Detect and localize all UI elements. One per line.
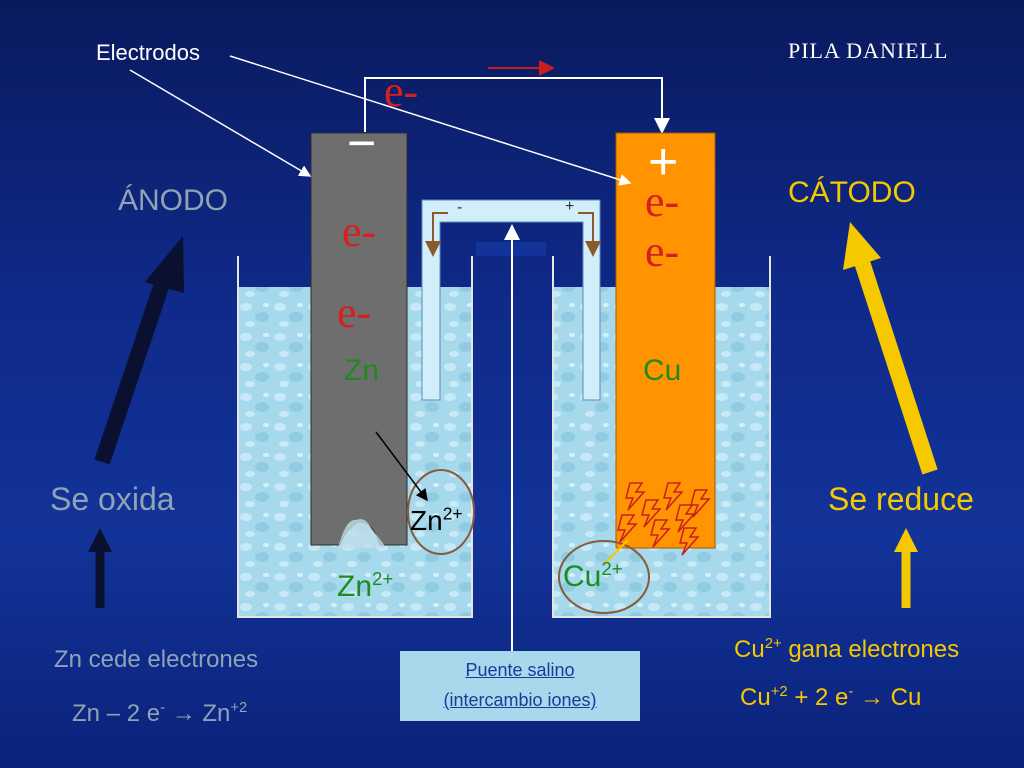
cu-ion-circle [558,540,650,614]
anode-equation: Zn – 2 e- → Zn+2 [72,700,248,727]
electron-cu-1: e- [645,177,680,226]
anode-minus-sign: − [347,115,377,171]
bridge-ion-arrow-right [578,212,601,257]
zinc-metal-label: Zn [344,354,380,387]
bridge-minus-label: - [457,199,463,216]
cathode-small-arrow [894,528,918,608]
anode-description: Zn cede electrones [54,646,259,673]
electrodos-label: Electrodos [96,40,200,65]
zn-ion-electrode-label: Zn2+ [410,503,463,536]
copper-electrode [615,132,716,549]
cathode-description: Cu2+ gana electrones [734,636,960,663]
salt-bridge-line1: Puente salino [465,660,575,680]
page-title: PILA DANIELL [788,38,949,63]
cathode-plus-sign: + [648,133,679,191]
cu-ion-deposit-arrow [603,539,629,565]
zinc-corrosion [338,519,386,548]
anode-process: Se oxida [50,481,175,517]
salt-bridge-label: Puente salino (intercambio iones) [400,651,640,721]
electrodos-pointer-anode [129,69,312,177]
electron-zn-2: e- [337,288,372,337]
electron-zn-1: e- [342,207,377,256]
electron-wire: e- [384,67,419,116]
zn-ion-solution-label: Zn2+ [337,568,394,603]
copper-deposit-bolts [617,482,711,556]
electrodos-pointer-cathode [229,55,632,186]
zn-ion-circle [407,469,475,555]
copper-metal-label: Cu [643,354,682,387]
external-wire [364,77,670,134]
cathode-big-arrow [843,222,938,475]
cathode-equation: Cu+2 + 2 e- → Cu [740,684,922,711]
cathode-label: CÁTODO [788,176,916,209]
anode-label: ÁNODO [118,184,229,217]
zinc-electrode [310,132,408,546]
cathode-process: Se reduce [828,481,974,517]
bridge-plus-label: + [565,198,575,215]
salt-bridge-line2: (intercambio iones) [443,690,597,710]
bridge-ion-arrow-left [425,212,448,257]
anode-big-arrow [94,236,184,465]
electron-cu-2: e- [645,227,680,276]
cu-ion-solution-label: Cu2+ [563,558,623,593]
anode-small-arrow [88,528,112,608]
zn-ion-release-arrow [375,431,428,502]
